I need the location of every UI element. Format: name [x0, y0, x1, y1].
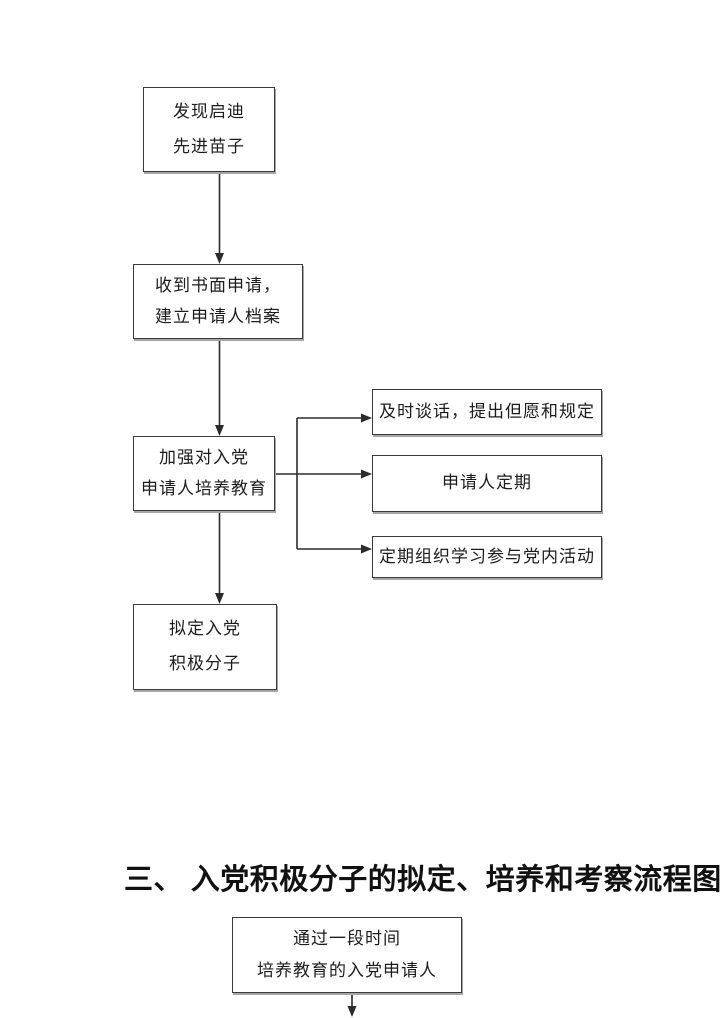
flow-box-text-line: 发现启迪 — [173, 102, 245, 122]
flow-box-text-line: 通过一段时间 — [293, 929, 401, 949]
flow-box-text-line: 加强对入党 — [159, 447, 249, 467]
flow-box-text-line: 拟定入党 — [169, 619, 241, 639]
flow-box-draft-activist: 拟定入党 积极分子 — [133, 604, 277, 690]
flow-box-text-line: 定期组织学习参与党内活动 — [379, 546, 595, 566]
flow-box-text-line: 申请人培养教育 — [141, 478, 267, 498]
flow-box-text-line: 先进苗子 — [173, 136, 245, 156]
section-heading: 三、 入党积极分子的拟定、培养和考察流程图 — [124, 864, 720, 896]
flow-box-text-line: 培养教育的入党申请人 — [257, 960, 437, 980]
flow-box-regular-study: 定期组织学习参与党内活动 — [372, 536, 602, 578]
flow-box-text-line: 申请人定期 — [442, 473, 532, 493]
flow-box-receive-application: 收到书面申请， 建立申请人档案 — [133, 264, 303, 339]
flow-box-text-line: 积极分子 — [169, 654, 241, 674]
flow-box-after-training-period: 通过一段时间 培养教育的入党申请人 — [232, 917, 462, 993]
flow-box-text-line: 收到书面申请， — [155, 275, 281, 295]
flow-box-applicant-regular: 申请人定期 — [372, 455, 602, 512]
flow-box-timely-talk: 及时谈话，提出但愿和规定 — [372, 389, 602, 435]
flow-box-text-line: 建立申请人档案 — [155, 306, 281, 326]
flow-box-discover-seedlings: 发现启迪 先进苗子 — [143, 87, 275, 172]
flow-box-text-line: 及时谈话，提出但愿和规定 — [379, 401, 595, 421]
flow-box-strengthen-education: 加强对入党 申请人培养教育 — [133, 436, 275, 511]
